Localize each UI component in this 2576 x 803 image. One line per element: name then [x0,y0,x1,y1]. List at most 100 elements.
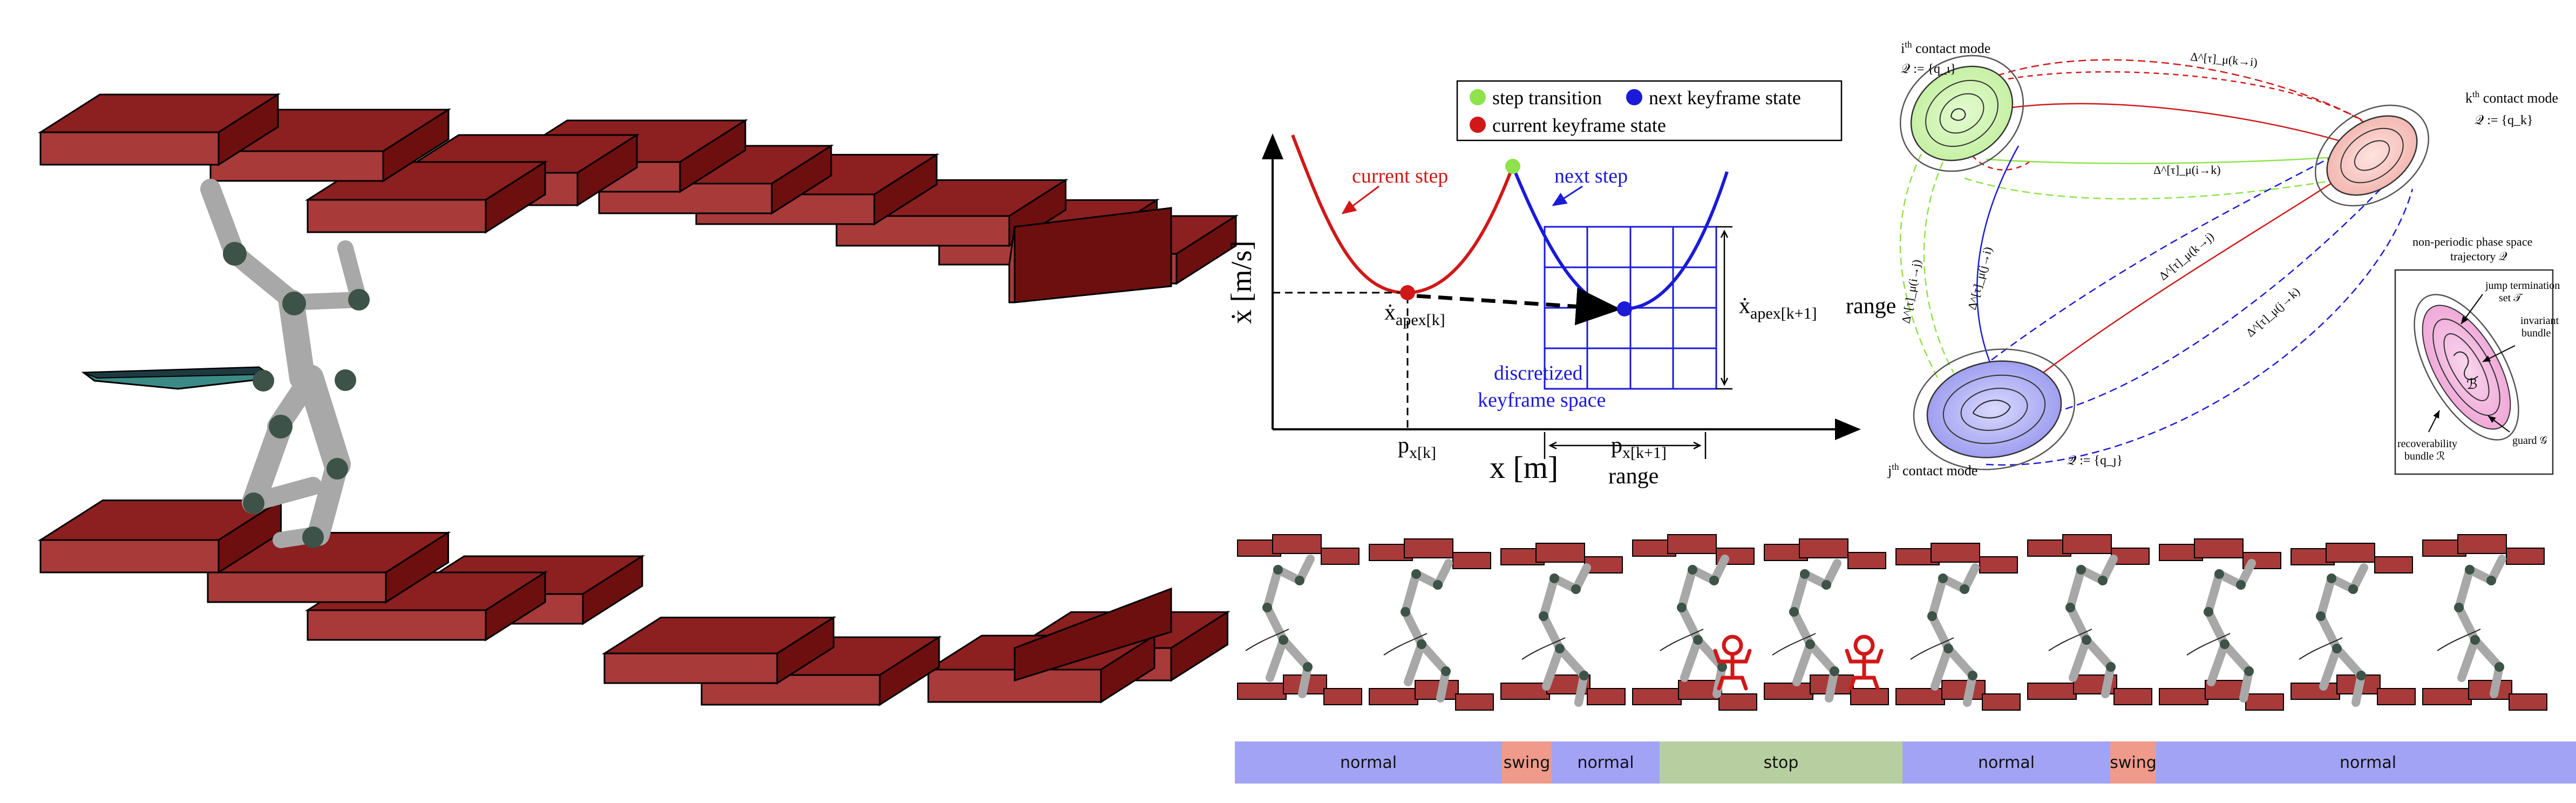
frame-robot-joint [1943,644,1953,653]
phase-segment-label: normal [1340,753,1397,772]
frame-robot-limb [1806,640,1839,676]
frame-plate-line [1245,629,1289,651]
frame-robot-limb [1677,565,1697,612]
frame-floor-block [1369,688,1418,705]
frame-robot-joint [2454,603,2464,612]
robot-joint [243,492,264,514]
next-keyframe-point [1617,301,1632,316]
frame-robot-joint [1262,603,1272,612]
frame-plate-line [2437,629,2481,651]
terrain-scene [37,93,1239,706]
frame-robot-limb [1944,644,1977,680]
frame-robot-limb [1680,636,1702,682]
frame-floor-block [1895,688,1945,705]
frame-robot-joint [2106,662,2116,672]
phase-segment-stop [1660,741,1902,784]
guard-label: guard 𝒢 [2512,435,2547,447]
frame-robot-limb [1928,612,1953,653]
next-step-label: next step [1554,165,1628,187]
frame-robot-joint [2316,611,2326,621]
gait-frame [1632,534,1757,711]
frame-robot-joint [2332,644,2342,653]
frame-robot-joint [1927,611,1937,621]
j-mode-set: 𝒬 := {q_ȷ} [2067,454,2123,468]
apex-k1-label: ẋapex[k+1] [1739,294,1817,322]
gait-frame [2159,538,2284,711]
frame-robot-limb [2455,565,2474,612]
frame-robot-limb [2066,565,2085,612]
step-transition-point [1505,159,1520,174]
frame-robot-joint [2244,666,2254,676]
frame-robot-limb [1790,608,1814,649]
frame-robot-joint [1273,565,1283,575]
phase-space-inset: jump termination set 𝒯 invariant bundle … [2394,269,2560,475]
jump-termination-label-2: set 𝒯 [2499,292,2523,304]
frame-robot-joint [1968,671,1977,680]
frame-floor-block [1850,688,1889,705]
frame-plate-line [2048,629,2092,651]
phase-plot-legend: step transition next keyframe state curr… [1456,80,1843,141]
frame-robot-limb [1928,574,1947,620]
overhead-block [37,93,281,166]
gait-frame [2290,543,2416,707]
frame-robot-joint [1539,611,1548,621]
frame-robot-joint [1571,584,1581,594]
frame-ceiling-block [1404,538,1453,558]
frame-floor-block [1237,683,1287,700]
robot-joint [253,370,274,392]
frame-robot-limb [2204,608,2229,649]
frame-robot-joint [2495,662,2504,672]
frame-plate-line [1521,637,1566,660]
next-step-pointer [1552,185,1583,206]
robot-joint [348,289,370,311]
frame-floor-block [2113,688,2152,705]
overhead-block [1008,207,1172,303]
frame-robot-joint [2204,607,2213,617]
robot-joint [269,415,293,438]
frame-plate-line [2186,633,2231,656]
frame-robot-joint [1830,666,1839,676]
frame-floor-block [1632,688,1682,705]
frame-robot-joint [2214,569,2224,579]
frame-robot-joint [1821,580,1831,590]
contact-mode-diagram: jump termination set 𝒯 invariant bundle … [1887,39,2560,478]
gait-frame [1237,534,1362,705]
robot-joint [223,242,247,266]
robot-limb [242,415,293,514]
frame-ceiling-block [1321,548,1360,565]
frame-robot-joint [2236,580,2246,590]
frame-floor-block [1500,683,1550,700]
floor-block [205,531,451,604]
frame-robot-limb [2069,636,2091,682]
frame-robot-joint [1800,569,1810,579]
gait-frame [1500,543,1626,707]
frame-plate-line [1660,629,1704,651]
legend-next-keyframe: next keyframe state [1649,87,1801,109]
frame-robot-limb [1401,608,1426,649]
floor-block [1014,587,1172,682]
robot-joint [302,527,324,548]
k-mode-title: kth contact mode [2465,89,2558,106]
gait-frame [1764,538,1889,705]
gait-frame [2027,534,2152,705]
frame-ceiling-block [2506,548,2545,565]
px-k-label: px[k] [1398,433,1436,462]
frame-ceiling-block [1272,534,1322,554]
invariant-label-2: bundle [2521,327,2551,339]
frame-ceiling-block [2194,538,2244,558]
stop-figure-icon [1713,635,1752,691]
frame-robot-joint [1549,573,1559,583]
frame-robot-limb [2319,644,2341,691]
frame-robot-joint [1693,635,1703,645]
phase-segment-label: stop [1764,753,1799,772]
frame-robot-limb [1404,640,1426,686]
robot-limb [297,365,351,478]
frame-robot-limb [2066,603,2091,644]
frame-plate-line [2299,637,2343,660]
frame-robot-joint [1805,639,1815,649]
i-contact-mode-region [1899,55,2024,172]
frame-robot-limb [2316,612,2341,653]
frame-robot-limb [2207,640,2229,686]
frame-robot-joint [1677,603,1687,612]
